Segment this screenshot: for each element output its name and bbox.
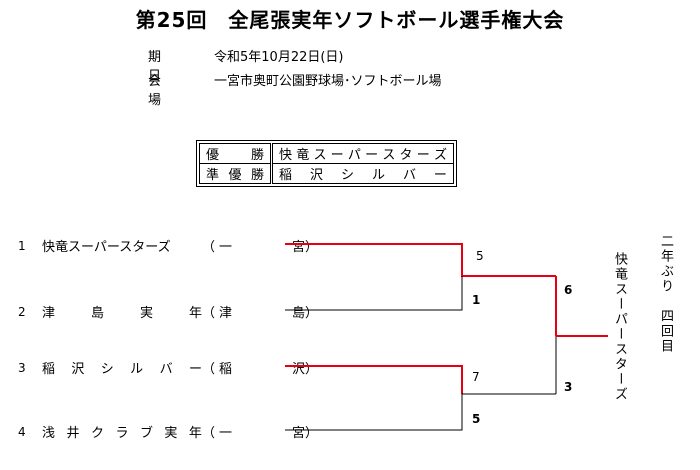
champion-name: 快竜スーパースターズ [612, 252, 627, 402]
date-label: 期 日 [148, 50, 187, 84]
score-match1-bottom: 1 [472, 293, 481, 307]
runner-up-label: 準 優 勝 [206, 168, 264, 183]
runner-up-value: 稲 沢 シ ル バ ー [279, 168, 447, 183]
venue-row: 会 場 一宮市奥町公園野球場･ソフトボール場 [0, 70, 700, 108]
appearance-note: 二年ぶり 四回目 [658, 234, 673, 354]
score-match2-top: 7 [472, 370, 480, 384]
date-row: 期 日 令和5年10月22日(日) [0, 46, 700, 84]
team-seed: 1 [18, 238, 26, 253]
team-name: 稲 沢 シ ル バ ー [42, 362, 202, 377]
venue-label: 会 場 [148, 74, 187, 108]
team-seed: 3 [18, 360, 26, 375]
bracket-line-team-4 [285, 393, 556, 431]
team-seed: 4 [18, 424, 26, 439]
score-match2-bottom: 5 [472, 412, 481, 426]
bracket-line-team-1 [285, 243, 556, 277]
venue-value: 一宮市奥町公園野球場･ソフトボール場 [214, 74, 442, 89]
winner-label: 優 勝 [206, 148, 264, 163]
team-entry-4: 4 浅 井 ク ラ ブ 実 年 （ 一 宮 ） [18, 422, 318, 442]
runner-up-row: 準 優 勝 稲 沢 シ ル バ ー [199, 163, 454, 184]
score-match1-top: 5 [476, 249, 484, 263]
page-title: 第25回 全尾張実年ソフトボール選手権大会 [135, 8, 565, 32]
team-name: 津 島 実 年 [42, 306, 202, 321]
winner-row: 優 勝 快 竜 ス ー パ ー ス タ ー ズ [199, 143, 454, 164]
score-final-bottom: 3 [564, 380, 573, 394]
winner-value: 快 竜 ス ー パ ー ス タ ー ズ [279, 148, 447, 163]
score-final-top: 6 [564, 283, 573, 297]
results-box: 優 勝 快 竜 ス ー パ ー ス タ ー ズ [196, 140, 457, 187]
team-name: 浅 井 ク ラ ブ 実 年 [42, 426, 202, 441]
bracket-line-team-3 [285, 365, 463, 394]
bracket-line-team-2 [285, 276, 463, 311]
date-value: 令和5年10月22日(日) [214, 50, 344, 65]
team-seed: 2 [18, 304, 26, 319]
team-name: 快竜スーパースターズ [42, 240, 171, 255]
